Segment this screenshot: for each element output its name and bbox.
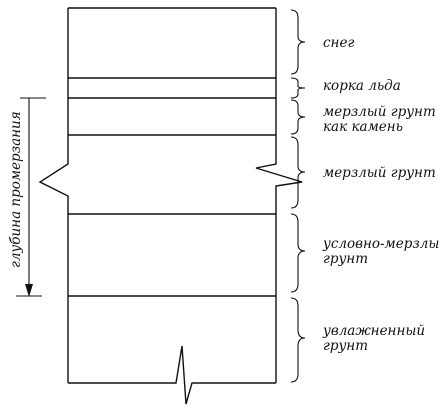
label-ice-crust: корка льда	[323, 78, 401, 94]
depth-label: глубина промерзания	[8, 111, 24, 268]
brace-snow	[290, 9, 306, 75]
column-left-edge	[38, 8, 69, 383]
brace-conditionally-frozen	[290, 213, 306, 293]
brace-frozen	[290, 136, 306, 209]
label-frozen-stone: мерзлый грунт как камень	[323, 104, 440, 135]
label-conditionally-frozen: условно-мерзлый грунт	[322, 236, 440, 267]
column-bottom-edge	[68, 345, 276, 405]
label-moist: увлажненный грунт	[322, 323, 429, 354]
brace-moist	[290, 297, 306, 383]
brace-frozen-stone	[290, 99, 306, 135]
label-frozen: мерзлый грунт	[323, 165, 436, 181]
depth-arrowhead	[25, 284, 33, 297]
column-right-edge	[255, 8, 303, 383]
label-snow: снег	[323, 35, 354, 51]
brace-ice-crust	[290, 77, 306, 99]
